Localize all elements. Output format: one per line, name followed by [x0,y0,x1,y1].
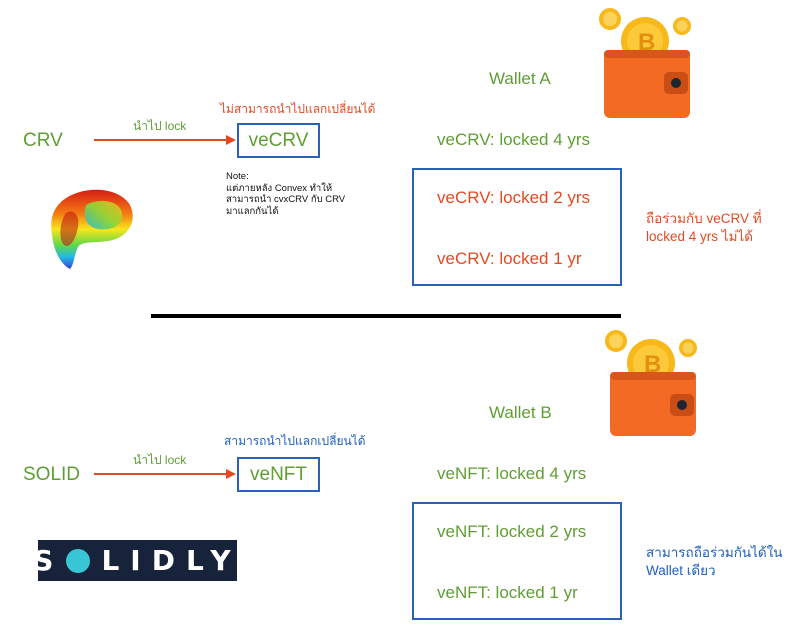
solid-arrow-label: นำไป lock [133,453,187,467]
venft-side-note: สามารถถือร่วมกันได้ใน Wallet เดียว [646,544,783,580]
svg-text:B: B [644,351,661,378]
note-line: แต่ภายหลัง Convex ทำให้ [226,182,333,194]
note-line: Note: [226,171,249,182]
note-line: สามารถนำ cvxCRV กับ CRV [226,194,346,205]
wallet-b-title: Wallet B [489,403,552,422]
vecrv-box: veCRV [237,123,320,158]
section-divider [151,314,621,318]
solid-label: SOLID [23,464,81,485]
note-line: มาแลกกันได้ [226,205,279,217]
venft-locked-4yrs: veNFT: locked 4 yrs [437,464,587,483]
crv-label: CRV [23,130,63,151]
vecrv-locked-4yrs: veCRV: locked 4 yrs [437,130,591,149]
solidly-logo-text-start: S [33,544,65,577]
venft-status-label: สามารถนำไปแลกเปลี่ยนได้ [224,434,366,448]
side-note-line: Wallet เดียว [646,563,716,578]
venft-locked-panel [412,502,622,620]
vecrv-locked-panel [412,168,622,286]
venft-locked-1yr: veNFT: locked 1 yr [437,583,578,602]
crv-arrow-label: นำไป lock [133,119,187,133]
solidly-logo-icon: S LIDLY [33,540,237,581]
venft-box-label: veNFT [250,463,307,485]
vecrv-box-label: veCRV [248,129,309,151]
side-note-line: สามารถถือร่วมกันได้ใน [646,545,783,560]
venft-locked-2yrs: veNFT: locked 2 yrs [437,522,587,541]
vecrv-locked-1yr: veCRV: locked 1 yr [437,249,582,268]
venft-box: veNFT [237,457,320,492]
wallet-a-title: Wallet A [489,69,551,88]
wallet-icon: B [605,330,697,436]
side-note-line: locked 4 yrs ไม่ได้ [646,229,754,244]
vecrv-side-note: ถือร่วมกับ veCRV ที่ locked 4 yrs ไม่ได้ [646,210,762,246]
crv-lock-arrow-icon [94,135,236,145]
vecrv-status-label: ไม่สามารถนำไปแลกเปลี่ยนได้ [220,102,376,116]
solidly-logo-text-end: LIDLY [101,544,242,577]
convex-note: Note: แต่ภายหลัง Convex ทำให้ สามารถนำ c… [226,171,345,217]
solid-lock-arrow-icon [94,469,236,479]
wallet-icon: B [599,8,691,118]
vecrv-locked-2yrs: veCRV: locked 2 yrs [437,188,591,207]
solidly-logo-dot [66,548,91,573]
side-note-line: ถือร่วมกับ veCRV ที่ [646,211,762,226]
svg-text:B: B [638,29,655,56]
curve-logo-icon [51,189,133,269]
